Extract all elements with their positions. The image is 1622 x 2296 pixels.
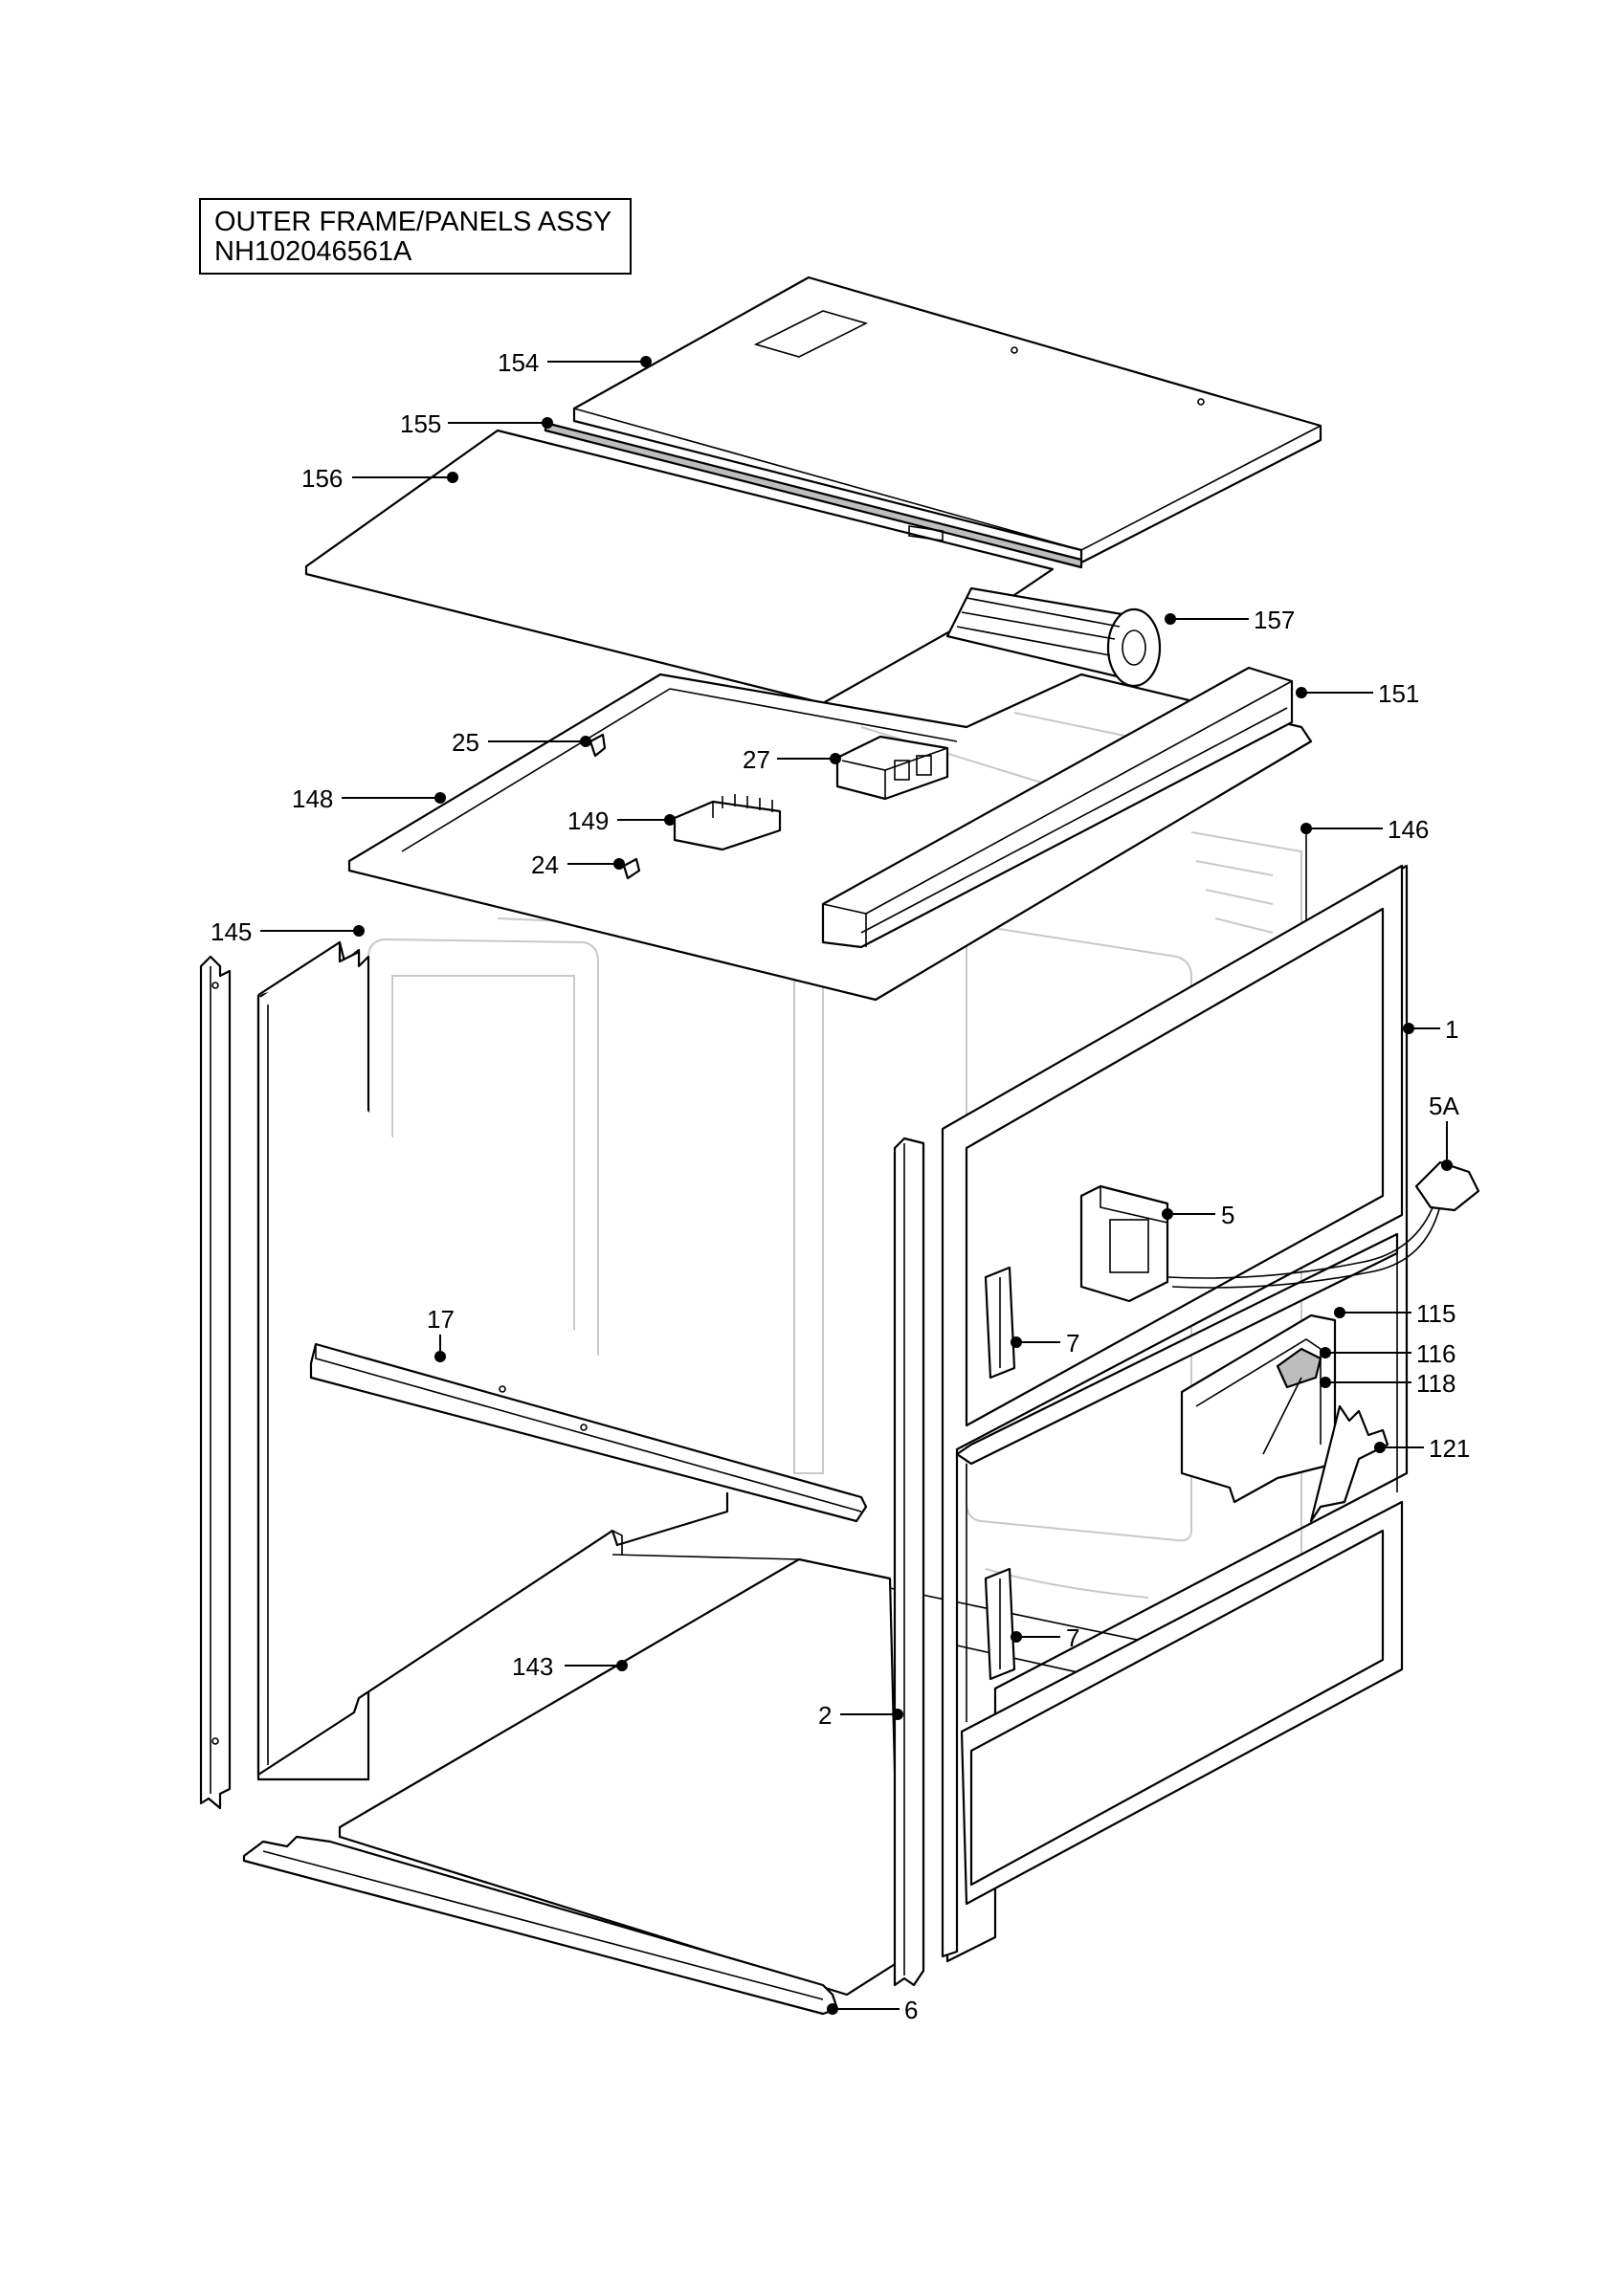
part-left-upright-strip xyxy=(199,955,232,1810)
callout-145: 145 xyxy=(211,917,252,946)
part-118-sensor xyxy=(1262,1377,1302,1455)
part-24-clip xyxy=(622,857,641,880)
callout-27: 27 xyxy=(743,745,770,774)
part-157-fan-motor xyxy=(945,586,1162,688)
part-145-side-panel xyxy=(256,940,729,1781)
callout-6: 6 xyxy=(904,1996,918,2024)
callout-154: 154 xyxy=(498,348,539,377)
callout-157: 157 xyxy=(1254,606,1295,634)
callout-118: 118 xyxy=(1416,1369,1455,1398)
callout-17: 17 xyxy=(427,1305,455,1334)
part-5-transformer xyxy=(1079,1184,1169,1303)
callout-labels: 154 155 156 157 151 25 27 148 149 146 24… xyxy=(211,348,1470,2024)
callout-146: 146 xyxy=(1388,815,1429,844)
callout-148: 148 xyxy=(292,784,333,813)
callout-121: 121 xyxy=(1429,1434,1470,1463)
callout-116: 116 xyxy=(1416,1339,1455,1368)
callout-7-lower: 7 xyxy=(1066,1623,1079,1652)
part-116-switch xyxy=(1276,1347,1322,1389)
part-25-clip xyxy=(589,733,607,758)
part-149-connector-strip xyxy=(673,794,782,851)
assembly-name: OUTER FRAME/PANELS ASSY xyxy=(214,207,612,237)
callout-5A: 5A xyxy=(1429,1092,1459,1120)
part-2-upright-strip xyxy=(893,1137,925,1987)
callout-leaders xyxy=(260,356,1453,2015)
part-1-front-frame xyxy=(941,864,1409,1963)
callout-143: 143 xyxy=(512,1652,553,1681)
callout-2: 2 xyxy=(818,1701,832,1730)
callout-115: 115 xyxy=(1416,1299,1455,1328)
callout-24: 24 xyxy=(531,850,559,879)
callout-5: 5 xyxy=(1221,1201,1234,1229)
part-number: NH102046561A xyxy=(214,236,412,267)
callout-156: 156 xyxy=(301,464,343,493)
callout-149: 149 xyxy=(567,806,609,835)
part-6-bottom-rail xyxy=(242,1835,839,2016)
callout-155: 155 xyxy=(400,409,441,438)
part-7-bracket-lower xyxy=(984,1567,1016,1681)
part-7-bracket-upper xyxy=(984,1266,1016,1380)
diagram-title-box: OUTER FRAME/PANELS ASSY NH102046561A xyxy=(199,198,632,275)
callout-151: 151 xyxy=(1378,679,1419,708)
callout-1: 1 xyxy=(1445,1015,1458,1044)
part-17-cross-rail xyxy=(309,1342,868,1523)
part-5A-cable-plug xyxy=(1167,1160,1480,1289)
part-27-terminal-block xyxy=(835,735,949,801)
part-151-channel xyxy=(821,666,1294,949)
part-154-top-cover xyxy=(572,276,1322,564)
callout-7-upper: 7 xyxy=(1066,1329,1079,1358)
part-121-bracket xyxy=(1309,1404,1389,1523)
callout-25: 25 xyxy=(452,728,479,757)
